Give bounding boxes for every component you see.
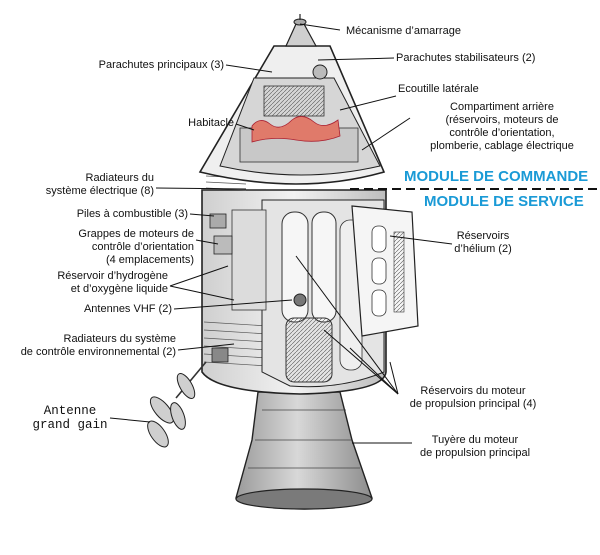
sps-tanks-line-1: Réservoirs du moteur [420,385,526,397]
rcs-line-3: (4 emplacements) [105,254,194,266]
h2o2-line-1: Réservoir d’hydrogène [57,270,168,282]
leader-lines [109,23,453,444]
label-fuel-cells: Piles à combustible (3) [76,208,188,220]
high-gain-antenna-shape [147,361,207,448]
command-module-label: MODULE DE COMMANDE [404,168,589,185]
label-cabin: Habitacle [188,117,234,129]
sps-tanks-line-2: de propulsion principal (4) [409,398,537,410]
service-module-shape [201,169,419,395]
command-module-shape [198,14,386,185]
elec-rad-line-2: système électrique (8) [45,185,154,197]
env-rad-line-2: de contrôle environnemental (2) [20,346,176,358]
rcs-line-2: contrôle d’orientation [91,241,194,253]
hga-line-1: Antenne [43,404,97,418]
label-docking-mechanism: Mécanisme d’amarrage [346,25,461,37]
label-vhf-antennas: Antennes VHF (2) [83,303,172,315]
env-rad-line-1: Radiateurs du système [63,333,177,345]
service-module-label: MODULE DE SERVICE [424,193,584,210]
label-electrical-radiators: Radiateurs du système électrique (8) [20,172,154,198]
sps-nozzle-shape [235,391,373,510]
label-h2-o2-tanks: Réservoir d’hydrogène et d’oxygène liqui… [18,270,168,296]
label-side-hatch: Ecoutille latérale [398,83,479,95]
label-rcs-quads: Grappes de moteurs de contrôle d’orienta… [44,228,194,267]
h2o2-line-2: et d’oxygène liquide [70,283,168,295]
hga-line-2: grand gain [32,418,108,432]
helium-line-2: d’hélium (2) [454,243,512,255]
aft-line-1: Compartiment arrière [450,101,554,113]
aft-line-2: (réservoirs, moteurs de [445,114,559,126]
label-high-gain-antenna: Antenne grand gain [30,404,110,432]
label-main-parachutes: Parachutes principaux (3) [98,59,224,71]
label-helium-tanks: Réservoirs d’hélium (2) [446,230,520,256]
label-env-radiators: Radiateurs du système de contrôle enviro… [4,333,176,359]
label-sps-nozzle: Tuyère du moteur de propulsion principal [410,434,540,460]
label-sps-tanks: Réservoirs du moteur de propulsion princ… [398,385,548,411]
helium-line-1: Réservoirs [456,230,510,242]
aft-line-3: contrôle d’orientation, [449,127,555,139]
rcs-line-1: Grappes de moteurs de [78,228,194,240]
aft-line-4: plomberie, cablage électrique [430,140,574,152]
elec-rad-line-1: Radiateurs du [85,172,155,184]
nozzle-line-1: Tuyère du moteur [431,434,519,446]
label-stabilizing-parachutes: Parachutes stabilisateurs (2) [396,52,536,64]
nozzle-line-2: de propulsion principal [419,447,531,459]
label-aft-compartment: Compartiment arrière (réservoirs, moteur… [412,101,592,153]
